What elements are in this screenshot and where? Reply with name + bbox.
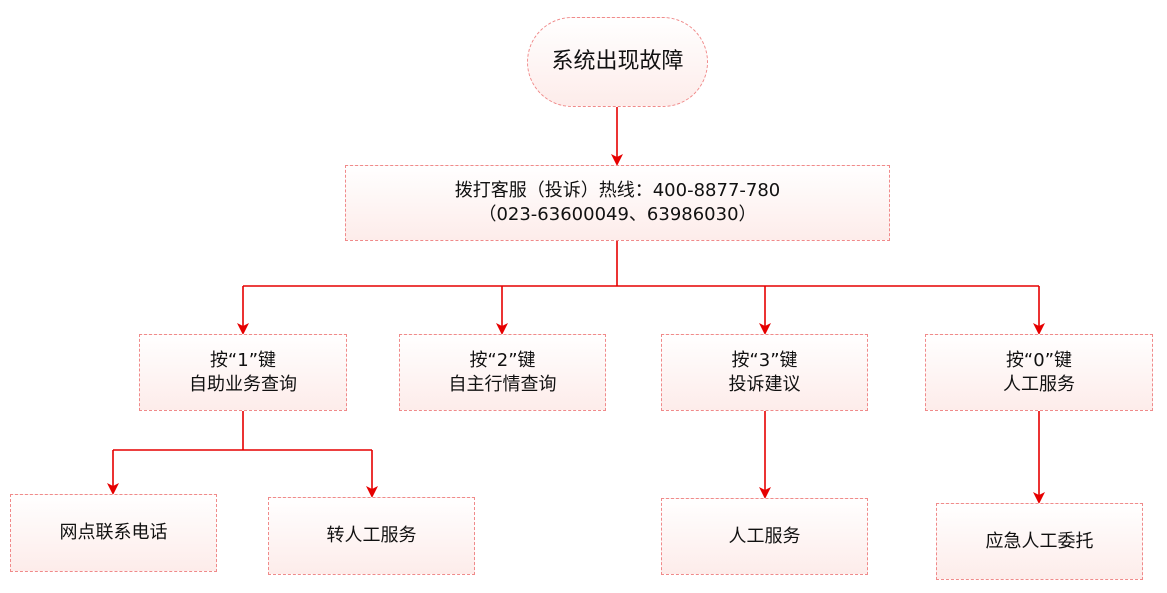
root-label: 系统出现故障 [551,49,684,74]
leaf-label: 网点联系电话 [59,522,168,543]
leaf-node-human-service: 人工服务 [661,498,868,575]
option-action-label: 自主行情查询 [448,373,557,395]
option-key-label: 按“0”键 [1005,349,1073,371]
option-key-label: 按“1”键 [209,349,277,371]
leaf-node-branch-phone: 网点联系电话 [10,494,217,572]
leaf-label: 应急人工委托 [985,530,1094,552]
option-action-label: 人工服务 [1003,373,1075,395]
leaf-node-transfer-human: 转人工服务 [268,497,475,575]
hotline-line-1: 拨打客服（投诉）热线：400-8877-780 [454,180,781,201]
option-action-label: 投诉建议 [728,373,801,395]
option-action-label: 自助业务查询 [189,373,297,395]
leaf-label: 人工服务 [728,525,801,547]
option-node-key-3: 按“3”键 投诉建议 [661,334,868,411]
leaf-label: 转人工服务 [326,525,417,546]
option-key-label: 按“2”键 [469,349,536,371]
root-node: 系统出现故障 [527,17,708,107]
hotline-line-2: （023-63600049、63986030） [478,204,757,225]
option-node-key-0: 按“0”键 人工服务 [925,334,1153,411]
option-key-label: 按“3”键 [731,349,798,371]
option-node-key-1: 按“1”键 自助业务查询 [139,334,347,411]
leaf-node-emergency-entrust: 应急人工委托 [936,503,1143,580]
hotline-node: 拨打客服（投诉）热线：400-8877-780 （023-63600049、63… [345,165,890,241]
option-node-key-2: 按“2”键 自主行情查询 [399,334,606,411]
